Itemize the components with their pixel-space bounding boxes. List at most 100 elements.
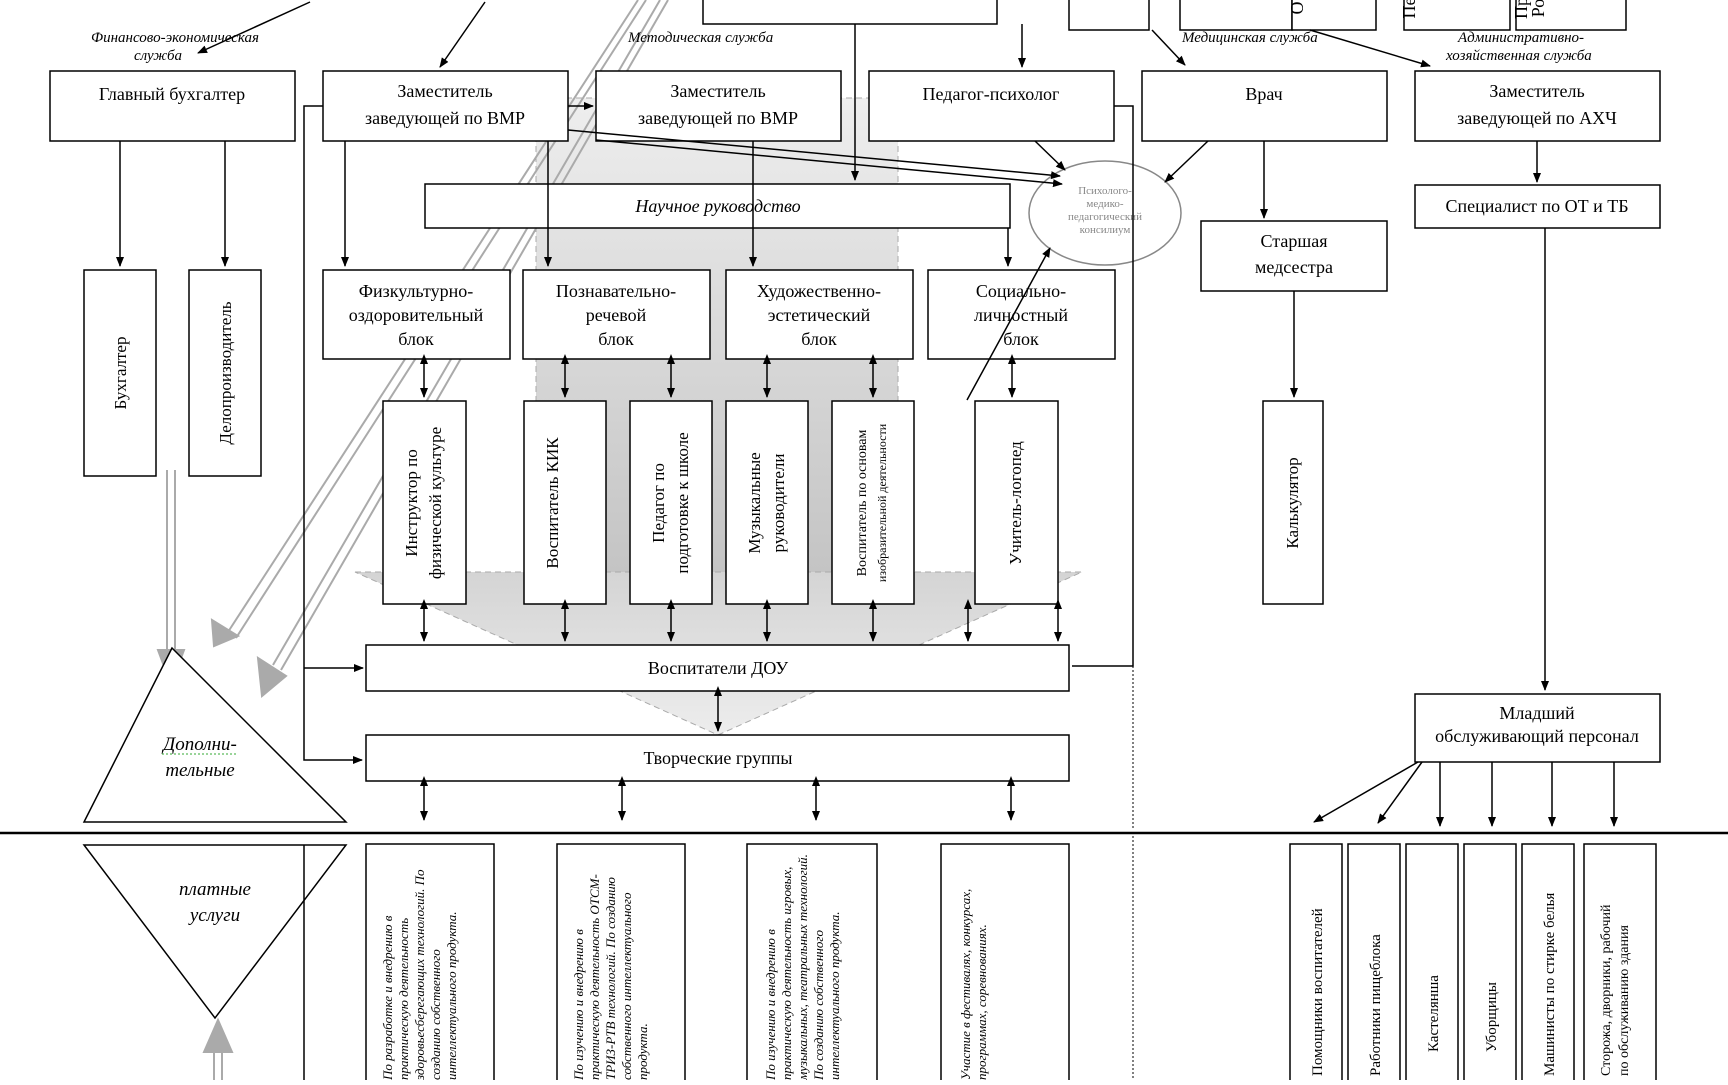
senior-nurse-line2: медсестра: [1255, 257, 1333, 277]
psychologist-box: [868, 70, 1115, 142]
top-partial-2: Пр: [1511, 0, 1531, 19]
school-prep-line2: подготовке к школе: [673, 432, 692, 573]
deputy-ahch-box: [1414, 70, 1661, 142]
senior-nurse-line1: Старшая: [1261, 231, 1328, 251]
group2-line3: ТРИЗ-РТВ технологий. По созданию: [603, 877, 618, 1080]
group2-line1: По изучению и внедрению в: [571, 929, 586, 1080]
ot-tb-box: [1414, 184, 1661, 229]
deputy-vmr-2-line2: заведующей по ВМР: [638, 108, 798, 128]
consilium-line3: педагогический: [1068, 211, 1142, 223]
staff-box-5: [1521, 843, 1575, 1085]
kik-label: Воспитатель КИК: [543, 437, 562, 569]
service-admin-line1: Административно-: [1457, 30, 1584, 46]
music-line2: руководители: [769, 454, 788, 553]
instructor-line1: Инструктор по: [402, 449, 421, 556]
top-partial-3: Ро: [1528, 0, 1548, 17]
staff-box-2: [1347, 843, 1401, 1085]
service-admin-line2: хозяйственная служба: [1445, 48, 1592, 64]
doctor-label: Врач: [1245, 84, 1282, 104]
accountant-box: [83, 269, 157, 477]
school-prep-line1: Педагог по: [649, 463, 668, 543]
kik-box: [523, 400, 607, 605]
block-cog-line1: Познавательно-: [556, 281, 676, 301]
chief-accountant-label: Главный бухгалтер: [99, 84, 245, 104]
staff-box-1: [1289, 843, 1343, 1085]
deputy-vmr-1-line2: заведующей по ВМР: [365, 108, 525, 128]
group-box-3: [746, 843, 878, 1085]
group3-line5: интеллектуального продукта.: [827, 911, 842, 1080]
instructor-box: [382, 400, 467, 605]
block-phys-box: [322, 269, 511, 360]
consilium-line2: медико-: [1086, 198, 1123, 210]
psychologist-label: Педагог-психолог: [923, 84, 1060, 104]
scientific-box: [424, 183, 1011, 229]
staff-label-5: Машинисты по стирке белья: [1542, 893, 1558, 1076]
block-soc-line2: личностный: [974, 305, 1068, 325]
staff-label-2: Работники пищеблока: [1368, 934, 1384, 1076]
block-phys-line3: блок: [398, 329, 434, 349]
junior-staff-line1: Младший: [1499, 703, 1575, 723]
doctor-box: [1141, 70, 1388, 142]
senior-nurse-box: [1200, 220, 1388, 292]
izo-line1: Воспитатель по основам: [855, 429, 870, 576]
music-box: [725, 400, 809, 605]
group-box-1: [365, 843, 495, 1085]
deputy-ahch-line2: заведующей по АХЧ: [1457, 108, 1617, 128]
deputy-vmr-1-line1: Заместитель: [397, 81, 492, 101]
group1-line4: созданию собственного: [428, 949, 443, 1080]
paid-bottom-line1: платные: [179, 879, 251, 900]
logoped-box: [974, 400, 1059, 605]
junior-staff-line2: обслуживающий персонал: [1435, 726, 1639, 746]
deputy-vmr-1-box: [322, 70, 569, 142]
group4-line2: программах, соревнованиях.: [974, 924, 989, 1080]
deputy-vmr-2-line1: Заместитель: [670, 81, 765, 101]
junior-staff-box: [1414, 693, 1661, 763]
paid-top-line2: тельные: [165, 760, 234, 781]
group1-line5: интеллектуального продукта.: [444, 911, 459, 1080]
calculator-box: [1262, 400, 1324, 605]
group1-line3: здоровьесберегающих технологий. По: [412, 869, 427, 1080]
school-prep-box: [629, 400, 713, 605]
music-line1: Музыкальные: [745, 452, 764, 553]
staff-label-6-line2: по обслуживанию здания: [1617, 925, 1632, 1076]
block-art-line1: Художественно-: [757, 281, 881, 301]
staff-box-3: [1405, 843, 1459, 1085]
paid-bottom-line2: услуги: [188, 905, 240, 926]
group2-line2: практическую деятельность ОТСМ-: [587, 874, 602, 1080]
group2-line5: продукта.: [635, 1023, 650, 1080]
group1-line2: практическую деятельность: [396, 918, 411, 1080]
block-art-line3: блок: [801, 329, 837, 349]
deputy-vmr-2-box: [595, 70, 842, 142]
staff-label-6-line1: Сторожа, дворники, рабочий: [1599, 904, 1614, 1076]
service-method: Методическая служба: [627, 30, 773, 46]
staff-box-6: [1583, 843, 1657, 1085]
clerk-label: Делопроизводитель: [216, 301, 235, 444]
block-phys-line1: Физкультурно-: [359, 281, 473, 301]
group3-line4: По созданию собственного: [811, 930, 826, 1080]
staff-box-4: [1463, 843, 1517, 1085]
consilium-ellipse: [1028, 160, 1182, 266]
accountant-label: Бухгалтер: [111, 337, 130, 410]
block-art-box: [725, 269, 914, 360]
creative-box: [365, 734, 1070, 782]
service-finance-line1: Финансово-экономическая: [91, 30, 259, 46]
block-phys-line2: оздоровительный: [349, 305, 484, 325]
group2-line4: собственного интеллектуального: [619, 892, 634, 1080]
ot-tb-label: Специалист по ОТ и ТБ: [1445, 196, 1628, 216]
educators-label: Воспитатели ДОУ: [648, 658, 789, 678]
scientific-label: Научное руководство: [634, 196, 800, 216]
top-partial-1: Пе: [1399, 0, 1419, 19]
educators-box: [365, 644, 1070, 692]
consilium-line4: консилиум: [1080, 224, 1131, 236]
block-soc-line3: блок: [1003, 329, 1039, 349]
service-finance-line2: служба: [134, 48, 182, 64]
block-art-line2: эстетический: [768, 305, 871, 325]
clerk-box: [188, 269, 262, 477]
block-soc-box: [927, 269, 1116, 360]
instructor-line2: физической культуре: [426, 427, 445, 579]
block-cog-box: [522, 269, 711, 360]
calculator-label: Калькулятор: [1283, 457, 1302, 548]
izo-line2: изобразительной деятельности: [875, 423, 889, 582]
